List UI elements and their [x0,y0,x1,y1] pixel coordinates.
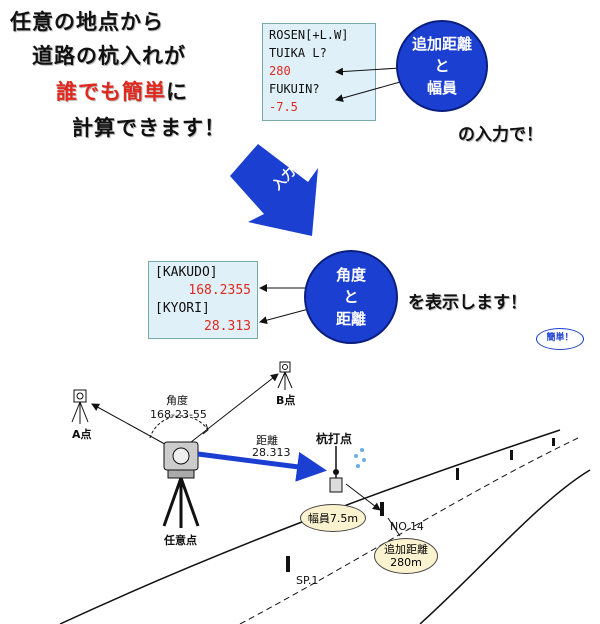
tripod-a-icon [71,389,89,424]
post-4 [510,450,513,460]
input-note: の入力で！ [458,125,543,145]
added-distance-label: 追加距離 [384,543,428,556]
output-kyori-value: 28.313 [204,319,251,334]
angle-value: 168-23-55 [150,408,207,421]
input-line-2: TUIKA L? [269,46,327,60]
input-line-1: ROSEN[+L.W] [269,28,349,42]
distance-label: 距離 [256,434,278,447]
total-station-icon [162,441,200,528]
input-display-box: ROSEN[+L.W] TUIKA L? 280 FUKUIN? -7.5 [262,23,376,121]
headline-line-3-rest: に [166,80,188,104]
post-5 [552,438,555,446]
headline-line-2: 道路の杭入れが [32,44,186,68]
post-sp1 [286,556,290,572]
input-width-value: -7.5 [269,100,298,114]
survey-diagram [59,361,591,624]
output-bubble-line-3: 距離 [335,310,366,328]
headline-emphasis: 誰でも簡単 [56,80,166,104]
added-distance-value: 280m [390,556,422,569]
point-b-label: B点 [276,394,296,407]
output-bubble: 角度 と 距離 [304,250,398,344]
headline-line-4: 計算できます！ [72,116,226,140]
width-label: 幅員7.5m [307,511,359,525]
post-no14 [380,502,384,516]
input-arrow-icon [230,144,318,236]
input-added-distance-value: 280 [269,64,291,78]
output-bubble-line-2: と [343,288,359,306]
stake-label: 杭打点 [316,432,353,446]
headline-line-3: 誰でも簡単に [56,76,188,106]
tripod-b-icon [277,361,293,390]
output-kyori-label: [KYORI] [155,301,210,316]
input-bubble-line-1: 追加距離 [411,35,472,53]
headline-line-1: 任意の地点から [10,10,164,34]
input-bubble: 追加距離 と 幅員 [396,20,488,112]
width-ellipse: 幅員7.5m [300,504,366,532]
input-pointer-arrows [335,67,401,102]
output-note: を表示します！ [408,293,527,313]
point-a-label: A点 [72,428,92,441]
road-centerline [239,437,579,624]
output-display-box: [KAKUDO] 168.2355 [KYORI] 28.313 [148,261,258,339]
added-distance-ellipse: 追加距離 280m [374,538,438,574]
input-bubble-line-3: 幅員 [426,79,457,97]
output-kakudo-value: 168.2355 [188,283,251,298]
input-bubble-line-2: と [434,57,450,75]
stake-point-icon [329,446,366,493]
road-edge-right [419,469,591,624]
output-bubble-line-1: 角度 [335,266,366,284]
easy-badge: 簡単！ [536,328,584,350]
post-3 [456,468,459,480]
distance-value: 28.313 [252,446,291,459]
sp-label: SP.1 [296,574,319,587]
station-label: NO.14 [390,520,424,533]
output-kakudo-label: [KAKUDO] [155,265,218,280]
input-line-4: FUKUIN? [269,82,320,96]
angle-label: 角度 [166,394,188,407]
instrument-label: 任意点 [164,534,197,547]
